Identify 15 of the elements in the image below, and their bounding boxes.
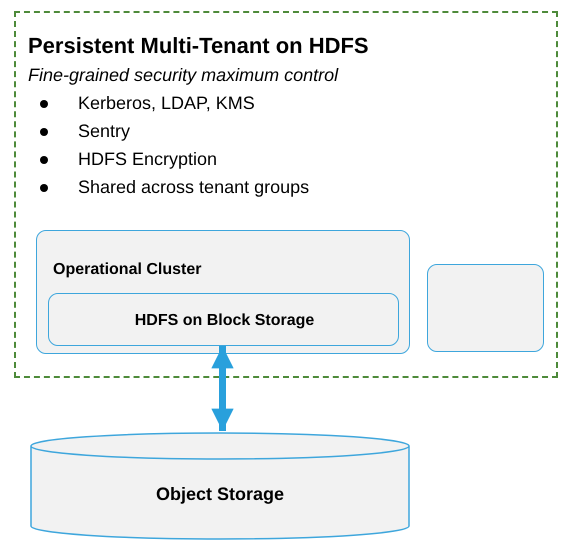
storage-cylinder — [30, 432, 410, 540]
bullet-item: HDFS Encryption — [78, 149, 218, 170]
node-label: HDFS on Block Storage — [134, 312, 316, 330]
bullet-item: Shared across tenant groups — [78, 177, 310, 198]
bullet-item: Sentry — [78, 121, 130, 142]
group-title: Persistent Multi-Tenant on HDFS — [28, 33, 369, 59]
process-box — [36, 230, 410, 354]
node-label: Operational Cluster — [53, 261, 202, 279]
dashed-group-frame — [14, 11, 558, 378]
double-arrow — [211, 346, 234, 431]
node-label: Object Storage — [154, 484, 286, 505]
process-box — [48, 293, 399, 346]
group-subtitle: Fine-grained security maximum control — [28, 65, 338, 86]
empty-box — [427, 264, 544, 352]
bullet-item: Kerberos, LDAP, KMS — [78, 93, 255, 114]
